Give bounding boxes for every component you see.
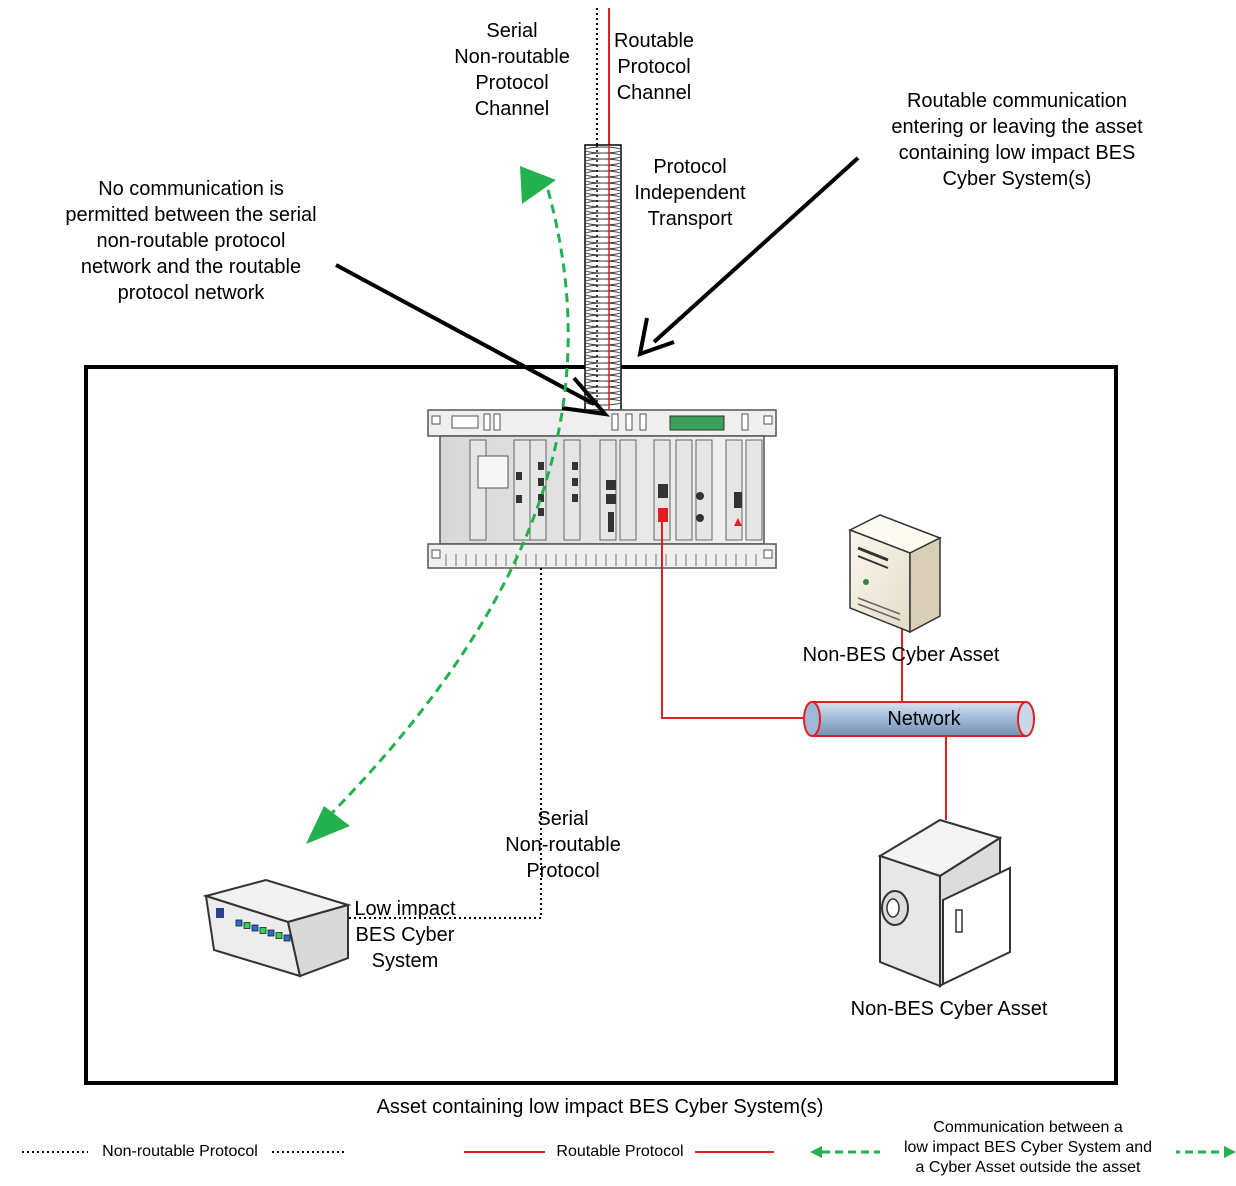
- routable-comm-label: Routable communication entering or leavi…: [891, 90, 1143, 190]
- network-pipe: [803, 701, 1035, 737]
- network-label: Network: [887, 708, 961, 730]
- camera-icon: [877, 818, 1011, 988]
- rack-card-slot: [745, 439, 763, 541]
- device-port-led: [275, 932, 283, 939]
- routable-channel-label: Routable Protocol Channel: [613, 30, 695, 104]
- communication-path: [328, 189, 570, 817]
- transport-tube: [584, 144, 622, 411]
- server-icon: [848, 514, 942, 634]
- no-comm-arrowhead: [561, 376, 610, 417]
- transport-coil: [584, 398, 622, 406]
- serial-link: [346, 568, 542, 919]
- communication-arrowhead-bottom: [306, 806, 350, 844]
- device-port-led: [251, 924, 259, 932]
- device-port-led: [283, 934, 291, 942]
- device-port-led: [243, 922, 251, 929]
- legend-routable-label: Routable Protocol: [545, 1142, 695, 1162]
- legend-comm-arrow-left: [810, 1146, 822, 1158]
- routable-comm-arrowhead: [637, 317, 675, 358]
- rack-card-slot: [619, 439, 637, 541]
- device-port-led: [235, 919, 243, 927]
- serial-channel-label: Serial Non-routable Protocol Channel: [454, 20, 570, 120]
- routable-link-rack: [661, 522, 814, 719]
- legend-communication-label: Communication between a low impact BES C…: [880, 1118, 1176, 1178]
- rack-card-slot: [513, 439, 531, 541]
- transport-label: Protocol Independent Transport: [634, 156, 746, 230]
- rack-card-slot: [469, 439, 487, 541]
- no-comm-label: No communication is permitted between th…: [65, 178, 317, 304]
- rack-card-slot: [675, 439, 693, 541]
- low-impact-device-icon: [202, 878, 352, 978]
- rack-card-slot: [725, 439, 743, 541]
- communication-arrowhead-top: [520, 166, 556, 204]
- legend-non-routable-label: Non-routable Protocol: [88, 1142, 272, 1162]
- rack-card-slot: [563, 439, 581, 541]
- server-asset-label: Non-BES Cyber Asset: [802, 644, 1000, 666]
- serial-protocol-label: Serial Non-routable Protocol: [505, 808, 621, 882]
- low-impact-label: Low impact BES Cyber System: [354, 898, 456, 972]
- rack-multiplexer: [427, 409, 777, 569]
- camera-asset-label: Non-BES Cyber Asset: [850, 998, 1048, 1020]
- legend-comm-arrow-right: [1224, 1146, 1236, 1158]
- device-port-led: [259, 927, 267, 934]
- no-comm-arrow: [335, 263, 595, 406]
- routable-comm-arrow: [652, 156, 860, 344]
- device-port-led: [267, 929, 275, 937]
- asset-caption: Asset containing low impact BES Cyber Sy…: [376, 1096, 824, 1118]
- rack-card-slot: [695, 439, 713, 541]
